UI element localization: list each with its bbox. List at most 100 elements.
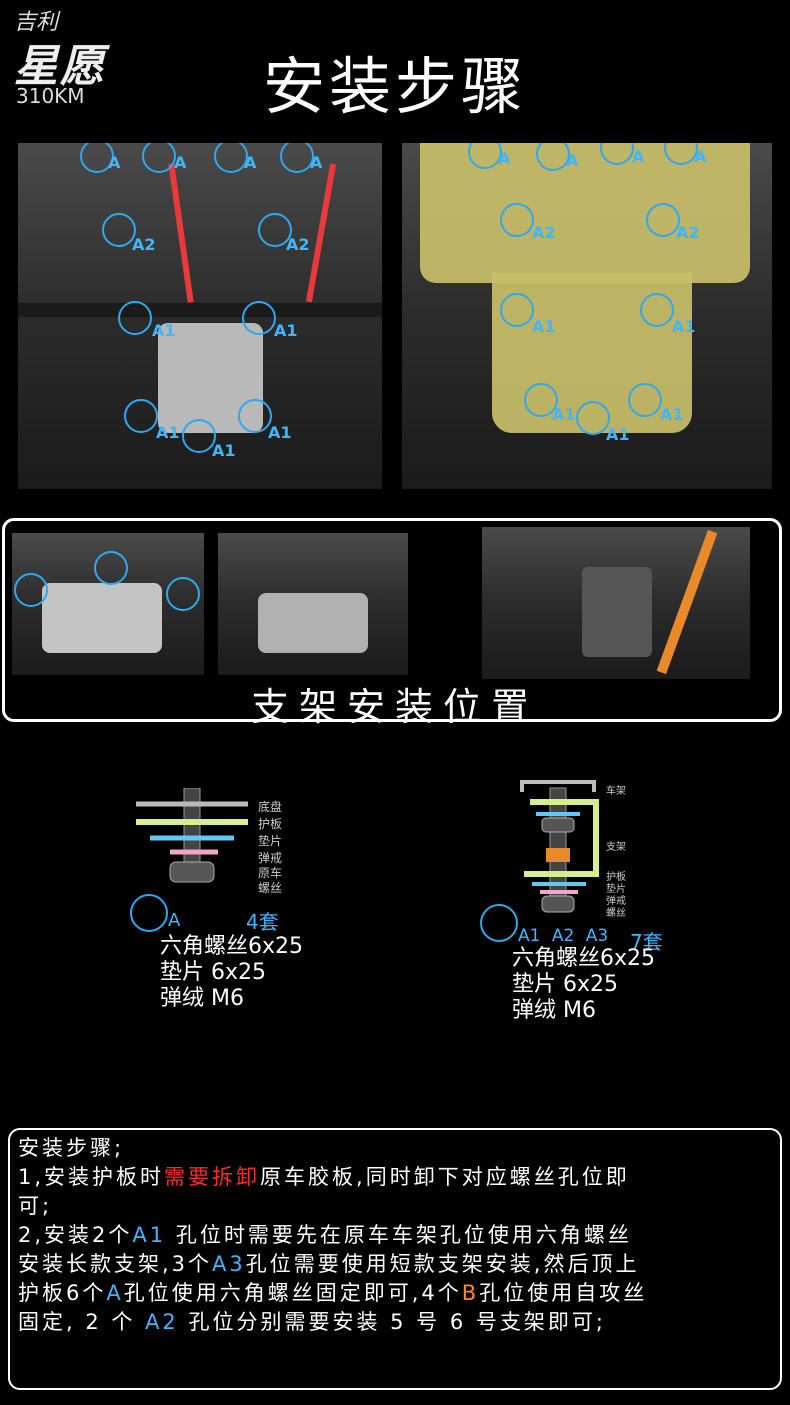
diagram-b-stack: [520, 780, 599, 913]
spec-a-2: 垫片 6x25: [160, 960, 267, 985]
frame-rail: [520, 780, 596, 792]
mount-circle: [576, 401, 610, 435]
spec-a-1: 六角螺丝6x25: [160, 934, 304, 959]
mount-label: A1: [606, 425, 630, 444]
step-line-2: 可;: [18, 1194, 53, 1218]
layer-label-chassis: 底盘: [258, 800, 283, 814]
legend-circle-b: [480, 904, 518, 942]
mount-label: A: [694, 147, 707, 166]
mount-circle: [142, 143, 176, 173]
mount-label: A2: [532, 223, 556, 242]
mount-circle: [14, 573, 48, 607]
mount-label: A: [244, 153, 257, 172]
bolt-shaft: [183, 788, 201, 869]
mount-circle: [646, 203, 680, 237]
layer-label-original: 原车: [258, 866, 283, 880]
mount-circle: [536, 143, 570, 171]
mount-circle: [182, 419, 216, 453]
mount-label: A: [174, 153, 187, 172]
legend-circle-a: [130, 894, 168, 932]
mount-label: A2: [676, 223, 700, 242]
step-line-6: 固定, 2 个 A2 孔位分别需要安装 5 号 6 号支架即可;: [18, 1310, 606, 1334]
mount-label: A: [310, 153, 323, 172]
mount-label: A1: [152, 321, 176, 340]
mount-circle: [238, 399, 272, 433]
mount-label: A1: [672, 317, 696, 336]
mount-label: A1: [268, 423, 292, 442]
mount-circle: [80, 143, 114, 173]
mount-label: A2: [286, 235, 310, 254]
motor-shape: [42, 583, 162, 653]
mount-circle: [102, 213, 136, 247]
mount-label: A: [566, 151, 579, 170]
mount-label: A: [632, 147, 645, 166]
layer-label-washer: 垫片: [606, 884, 626, 895]
brand-logo: 星愿: [14, 41, 106, 92]
mount-label: A1: [532, 317, 556, 336]
spec-b-2: 垫片 6x25: [512, 972, 619, 997]
bolt-head: [541, 895, 575, 913]
mount-circle: [640, 293, 674, 327]
layer-label-screw: 螺丝: [258, 881, 283, 895]
steps-text: 安装步骤; 1,安装护板时需要拆卸原车胶板,同时卸下对应螺丝孔位即 可; 2,安…: [18, 1134, 776, 1337]
step-line-4: 安装长款支架,3个A3孔位需要使用短款支架安装,然后顶上: [18, 1252, 640, 1276]
steps-frame: [8, 1128, 782, 1390]
mount-circle: [524, 383, 558, 417]
mount-circle: [94, 551, 128, 585]
layer-label-bracket: 支架: [606, 842, 626, 853]
bracket-shape: [582, 567, 652, 657]
bracket-section-title: 支架安装位置: [250, 685, 539, 729]
mount-label: A2: [132, 235, 156, 254]
layer-label-plate: 护板: [258, 817, 283, 831]
layer-label-frame: 车架: [606, 786, 626, 797]
code-b: B: [461, 1281, 480, 1305]
underbody-photo-left: A A A A A2 A2 A1 A1 A1 A1 A1: [18, 143, 382, 489]
mount-circle: [242, 301, 276, 335]
set-count-b: 7套: [630, 930, 663, 954]
step-line-5: 护板6个A孔位使用六角螺丝固定即可,4个B孔位使用自攻丝: [18, 1281, 648, 1305]
mount-circle: [214, 143, 248, 173]
code-a2: A2: [145, 1310, 179, 1334]
mount-circle: [500, 293, 534, 327]
mount-label: A: [498, 149, 511, 168]
crossbar-shape: [18, 303, 382, 317]
legend-labels-b: A1 A2 A3: [518, 926, 609, 946]
mount-circle: [500, 203, 534, 237]
mount-circle: [628, 383, 662, 417]
mount-label: A1: [212, 441, 236, 460]
spec-b-3: 弹绒 M6: [512, 998, 596, 1023]
mount-circle: [280, 143, 314, 173]
spec-a-3: 弹绒 M6: [160, 986, 244, 1011]
layer-label-spring: 弹戒: [606, 896, 626, 907]
code-a1: A1: [132, 1223, 167, 1247]
mount-label: A1: [156, 423, 180, 442]
diagram-a-stack: [136, 788, 248, 883]
layer-label-spring: 弹戒: [258, 851, 283, 865]
bracket-photo-2: [218, 533, 408, 675]
layer-label-screw: 螺丝: [606, 908, 626, 919]
code-a3: A3: [212, 1252, 246, 1276]
bolt-head: [169, 861, 215, 883]
warning-text: 需要拆卸: [164, 1165, 261, 1189]
bracket-photo-3: [482, 527, 750, 679]
mount-circle: [258, 213, 292, 247]
underbody-photo-right: A A A A A2 A2 A1 A1 A1 A1 A1: [402, 143, 772, 489]
steps-heading: 安装步骤;: [18, 1136, 125, 1160]
motor-shape: [258, 593, 368, 653]
nut-top: [541, 817, 575, 833]
mount-label: A1: [552, 405, 576, 424]
step-line-3: 2,安装2个A1 孔位时需要先在原车车架孔位使用六角螺丝: [18, 1223, 632, 1247]
brand-prefix: 吉利: [14, 10, 59, 35]
mount-circle: [166, 577, 200, 611]
bracket-photo-1: [12, 533, 204, 675]
legend-label-a: A: [168, 910, 181, 931]
mount-circle: [118, 301, 152, 335]
mount-label: A1: [274, 321, 298, 340]
spec-b-1: 六角螺丝6x25: [512, 946, 656, 971]
set-count-a: 4套: [246, 910, 279, 934]
nut-mid: [546, 848, 570, 862]
cable-shape: [305, 163, 337, 303]
layer-label-washer: 垫片: [258, 834, 283, 848]
brand-range: 310KM: [16, 84, 85, 108]
step-line-1: 1,安装护板时需要拆卸原车胶板,同时卸下对应螺丝孔位即: [18, 1165, 630, 1189]
